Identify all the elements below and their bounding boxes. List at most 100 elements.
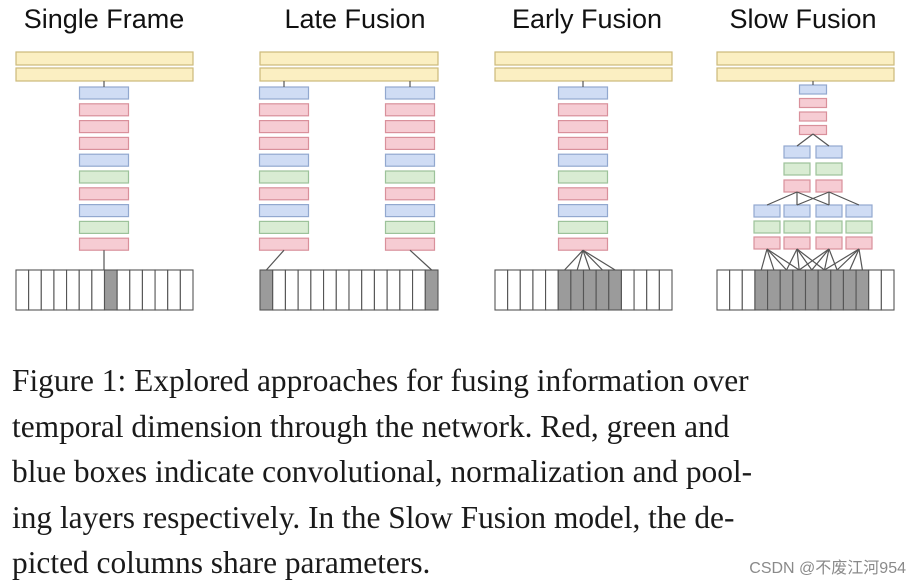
conv-layer-box bbox=[815, 236, 843, 250]
caption-line: temporal dimension through the network. … bbox=[12, 408, 730, 444]
connection-line bbox=[796, 133, 814, 147]
video-frame-cell bbox=[335, 269, 350, 311]
connection-line bbox=[582, 249, 603, 271]
panel-title-early-fusion: Early Fusion bbox=[511, 4, 663, 34]
video-frame-cell bbox=[767, 269, 781, 311]
pool-layer-box bbox=[783, 204, 811, 218]
connection-line bbox=[796, 248, 813, 271]
panel-title-single-frame: Single Frame bbox=[23, 4, 185, 34]
video-frame-cell bbox=[116, 269, 131, 311]
pool-layer-box bbox=[753, 204, 781, 218]
conv-layer-box bbox=[384, 136, 436, 150]
conv-layer-box bbox=[78, 237, 130, 251]
connection-line bbox=[766, 248, 775, 271]
norm-layer-box bbox=[783, 220, 811, 234]
pool-layer-box bbox=[783, 145, 811, 159]
video-frame-cell bbox=[141, 269, 156, 311]
conv-layer-box bbox=[258, 237, 310, 251]
connection-line bbox=[760, 248, 768, 271]
connection-line bbox=[796, 248, 825, 271]
video-frame-cell bbox=[646, 269, 660, 311]
conv-layer-box bbox=[384, 103, 436, 117]
caption-line: picted columns share parameters. bbox=[12, 545, 431, 580]
conv-layer-box bbox=[783, 236, 811, 250]
video-frame-cell bbox=[361, 269, 375, 311]
fc-layer-box bbox=[259, 67, 439, 82]
conv-layer-box bbox=[384, 119, 436, 134]
norm-layer-box bbox=[557, 170, 609, 184]
video-frame-cell bbox=[779, 269, 794, 311]
video-frame-cell bbox=[570, 269, 585, 311]
norm-layer-box bbox=[78, 220, 130, 234]
connection-line bbox=[766, 248, 800, 271]
figure-caption: Figure 1: Explored approaches for fusing… bbox=[12, 358, 904, 586]
video-frame-cell bbox=[15, 269, 30, 311]
connection-line bbox=[409, 249, 433, 271]
pool-layer-box bbox=[384, 204, 436, 218]
pool-layer-box bbox=[258, 86, 310, 100]
video-frame-cell bbox=[91, 269, 106, 311]
video-frame-cell bbox=[103, 269, 118, 311]
video-frame-cell bbox=[424, 269, 439, 311]
conv-layer-box bbox=[753, 236, 781, 250]
conv-layer-box bbox=[557, 237, 609, 251]
video-frame-cell bbox=[259, 269, 274, 311]
video-frame-cell bbox=[399, 269, 414, 311]
pool-layer-box bbox=[815, 145, 843, 159]
conv-layer-box bbox=[258, 136, 310, 150]
video-frame-cell bbox=[716, 269, 731, 311]
norm-layer-box bbox=[815, 162, 843, 176]
caption-line: blue boxes indicate convolutional, norma… bbox=[12, 454, 753, 489]
video-frame-cell bbox=[830, 269, 844, 311]
connection-line bbox=[858, 248, 863, 271]
connection-line bbox=[766, 191, 798, 206]
norm-layer-box bbox=[557, 220, 609, 234]
pool-layer-box bbox=[815, 204, 843, 218]
video-frame-cell bbox=[272, 269, 286, 311]
connection-line bbox=[785, 248, 798, 271]
video-frame-cell bbox=[386, 269, 401, 311]
video-frame-cell bbox=[880, 269, 895, 311]
video-frame-cell bbox=[179, 269, 194, 311]
video-frame-cell bbox=[868, 269, 882, 311]
norm-layer-box bbox=[78, 170, 130, 184]
norm-layer-box bbox=[258, 220, 310, 234]
video-frame-cell bbox=[167, 269, 181, 311]
video-frame-cell bbox=[154, 269, 169, 311]
connection-line bbox=[828, 248, 838, 271]
conv-layer-box bbox=[78, 136, 130, 150]
video-frame-cell bbox=[804, 269, 819, 311]
conv-layer-box bbox=[845, 236, 873, 250]
connection-line bbox=[836, 248, 860, 271]
pool-layer-box bbox=[78, 153, 130, 167]
video-frame-cell bbox=[323, 269, 337, 311]
video-frame-cell bbox=[620, 269, 635, 311]
video-frame-cell bbox=[557, 269, 572, 311]
video-frame-cell bbox=[754, 269, 769, 311]
video-frame-cell bbox=[40, 269, 55, 311]
panel-title-slow-fusion: Slow Fusion bbox=[729, 4, 877, 34]
conv-layer-box bbox=[798, 111, 828, 122]
video-frame-cell bbox=[792, 269, 807, 311]
conv-layer-box bbox=[384, 187, 436, 201]
connection-line bbox=[582, 249, 616, 271]
connection-line bbox=[849, 248, 860, 271]
connection-line bbox=[828, 191, 860, 206]
video-frame-cell bbox=[519, 269, 534, 311]
video-frame-cell bbox=[658, 269, 673, 311]
video-frame-cell bbox=[608, 269, 622, 311]
connection-line bbox=[824, 248, 860, 271]
norm-layer-box bbox=[753, 220, 781, 234]
conv-layer-box bbox=[258, 187, 310, 201]
video-frame-cell bbox=[297, 269, 312, 311]
fc-layer-box bbox=[15, 51, 194, 66]
video-frame-cell bbox=[129, 269, 143, 311]
connection-line bbox=[564, 249, 584, 271]
pool-layer-box bbox=[798, 84, 828, 95]
video-frame-cell bbox=[842, 269, 857, 311]
video-frame-cell bbox=[545, 269, 559, 311]
fc-layer-box bbox=[15, 67, 194, 82]
conv-layer-box bbox=[78, 103, 130, 117]
fc-layer-box bbox=[494, 67, 673, 82]
fc-layer-box bbox=[494, 51, 673, 66]
